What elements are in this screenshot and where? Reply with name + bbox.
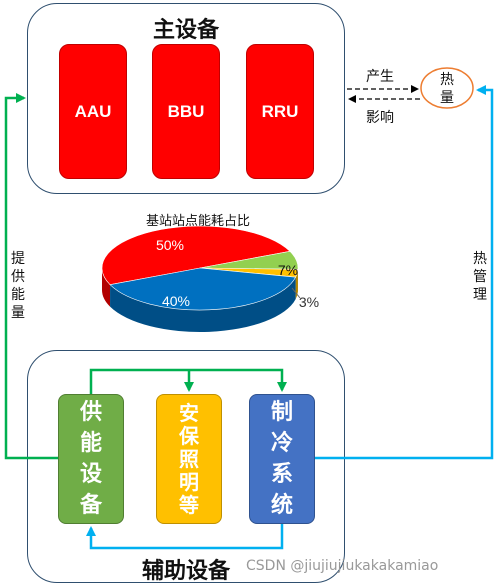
pie-label-3: 40% [162,293,190,309]
heat-label: 热量 [440,72,454,106]
bbu-box: BBU [152,44,220,179]
security-lighting-box: 安保照明等 [156,394,222,524]
heat-ellipse [420,67,474,109]
supply-energy-label: 提供能量 [11,251,25,321]
cooling-feedback-arrow [86,524,284,550]
cooling-system-box: 制冷系统 [249,394,315,524]
rru-box: RRU [246,44,314,179]
cooling-system-label: 制冷系统 [270,400,293,518]
aau-box: AAU [59,44,127,179]
pie-slice-0 [101,225,291,286]
pie-slice-3 [109,267,297,311]
power-supply-label: 供能设备 [79,400,102,518]
pie-label-1: 7% [278,262,298,278]
main-equipment-title: 主设备 [152,18,219,43]
pie-leader-line [291,287,301,299]
watermark: CSDN @jiujiujiukakakamiao [246,558,439,574]
produce-label: 产生 [366,69,394,85]
heat-management-arrow [315,85,494,460]
power-supply-box: 供能设备 [58,394,124,524]
pie-slice-side-2 [295,269,298,300]
pie-label-0: 50% [156,237,184,253]
supply-energy-arrow [4,93,58,460]
chart-title: 基站站点能耗占比 [146,214,251,229]
security-lighting-label: 安保照明等 [179,400,199,517]
pie-slice-side-0 [102,268,111,307]
main-equipment-panel: 主设备 AAU BBU RRU [27,3,345,194]
heat-management-label: 热管理 [473,251,487,303]
pie-label-2: 3% [299,294,319,310]
power-distribution-line [89,368,287,394]
pie-slice-side-3 [110,277,296,332]
affect-label: 影响 [366,110,394,126]
aux-equipment-title: 辅助设备 [141,559,230,584]
